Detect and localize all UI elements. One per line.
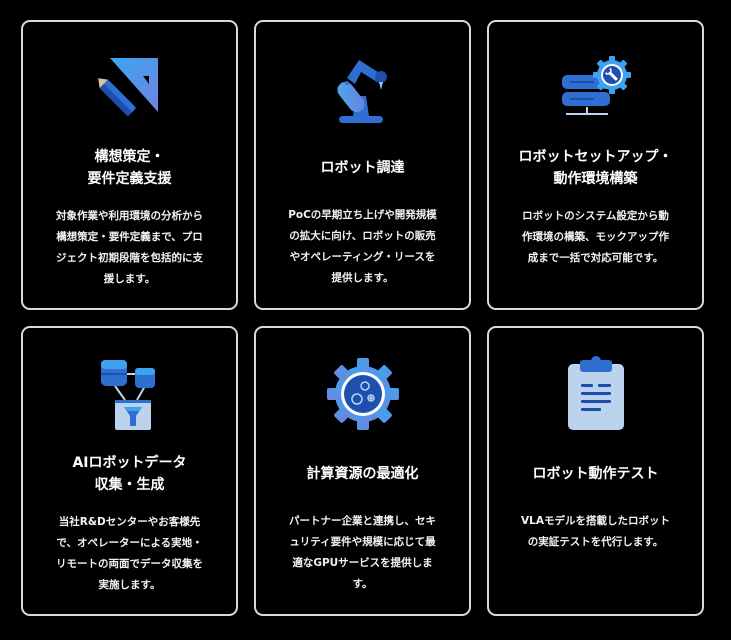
service-card-setup: ロボットセットアップ・ 動作環境構築 ロボットのシステム設定から動 作環境の構築…: [487, 20, 704, 310]
card-description: 対象作業や利用環境の分析から 構想策定・要件定義まで、プロ ジェクト初期段階を包…: [56, 210, 203, 285]
card-title: 構想策定・ 要件定義支援: [87, 149, 172, 187]
service-card-testing: ロボット動作テスト VLAモデルを搭載したロボット の実証テストを代行します。: [487, 326, 704, 616]
service-card-requirements: 構想策定・ 要件定義支援 対象作業や利用環境の分析から 構想策定・要件定義まで、…: [21, 20, 238, 310]
card-description: パートナー企業と連携し、セキ ュリティ要件や規模に応じて最 適なGPUサービスを…: [289, 515, 436, 590]
service-card-compute: 計算資源の最適化 パートナー企業と連携し、セキ ュリティ要件や規模に応じて最 適…: [254, 326, 471, 616]
service-card-data-collection: AIロボットデータ 収集・生成 当社R&Dセンターやお客様先 で、オペレーターに…: [21, 326, 238, 616]
card-title: ロボット調達: [320, 160, 405, 176]
card-description: PoCの早期立ち上げや開発規模 の拡大に向け、ロボットの販売 やオペレーティング…: [288, 209, 437, 284]
service-card-procurement: ロボット調達 PoCの早期立ち上げや開発規模 の拡大に向け、ロボットの販売 やオ…: [254, 20, 471, 310]
card-title: 計算資源の最適化: [306, 466, 419, 482]
card-title: AIロボットデータ 収集・生成: [72, 455, 187, 493]
services-grid: 構想策定・ 要件定義支援 対象作業や利用環境の分析から 構想策定・要件定義まで、…: [21, 20, 704, 616]
card-description: VLAモデルを搭載したロボット の実証テストを代行します。: [521, 515, 670, 548]
database-funnel-icon: [90, 354, 170, 434]
card-description: ロボットのシステム設定から動 作環境の構築、モックアップ作 成まで一括で対応可能…: [522, 210, 669, 264]
card-description: 当社R&Dセンターやお客様先 で、オペレーターによる実地・ リモートの両面でデー…: [56, 516, 203, 591]
card-title: ロボットセットアップ・ 動作環境構築: [518, 149, 673, 187]
clipboard-icon: [556, 354, 636, 434]
card-title: ロボット動作テスト: [532, 466, 659, 482]
robot-arm-icon: [323, 48, 403, 128]
gear-cogs-icon: [323, 354, 403, 434]
ruler-pencil-icon: [90, 48, 170, 128]
server-wrench-gear-icon: [556, 48, 636, 128]
